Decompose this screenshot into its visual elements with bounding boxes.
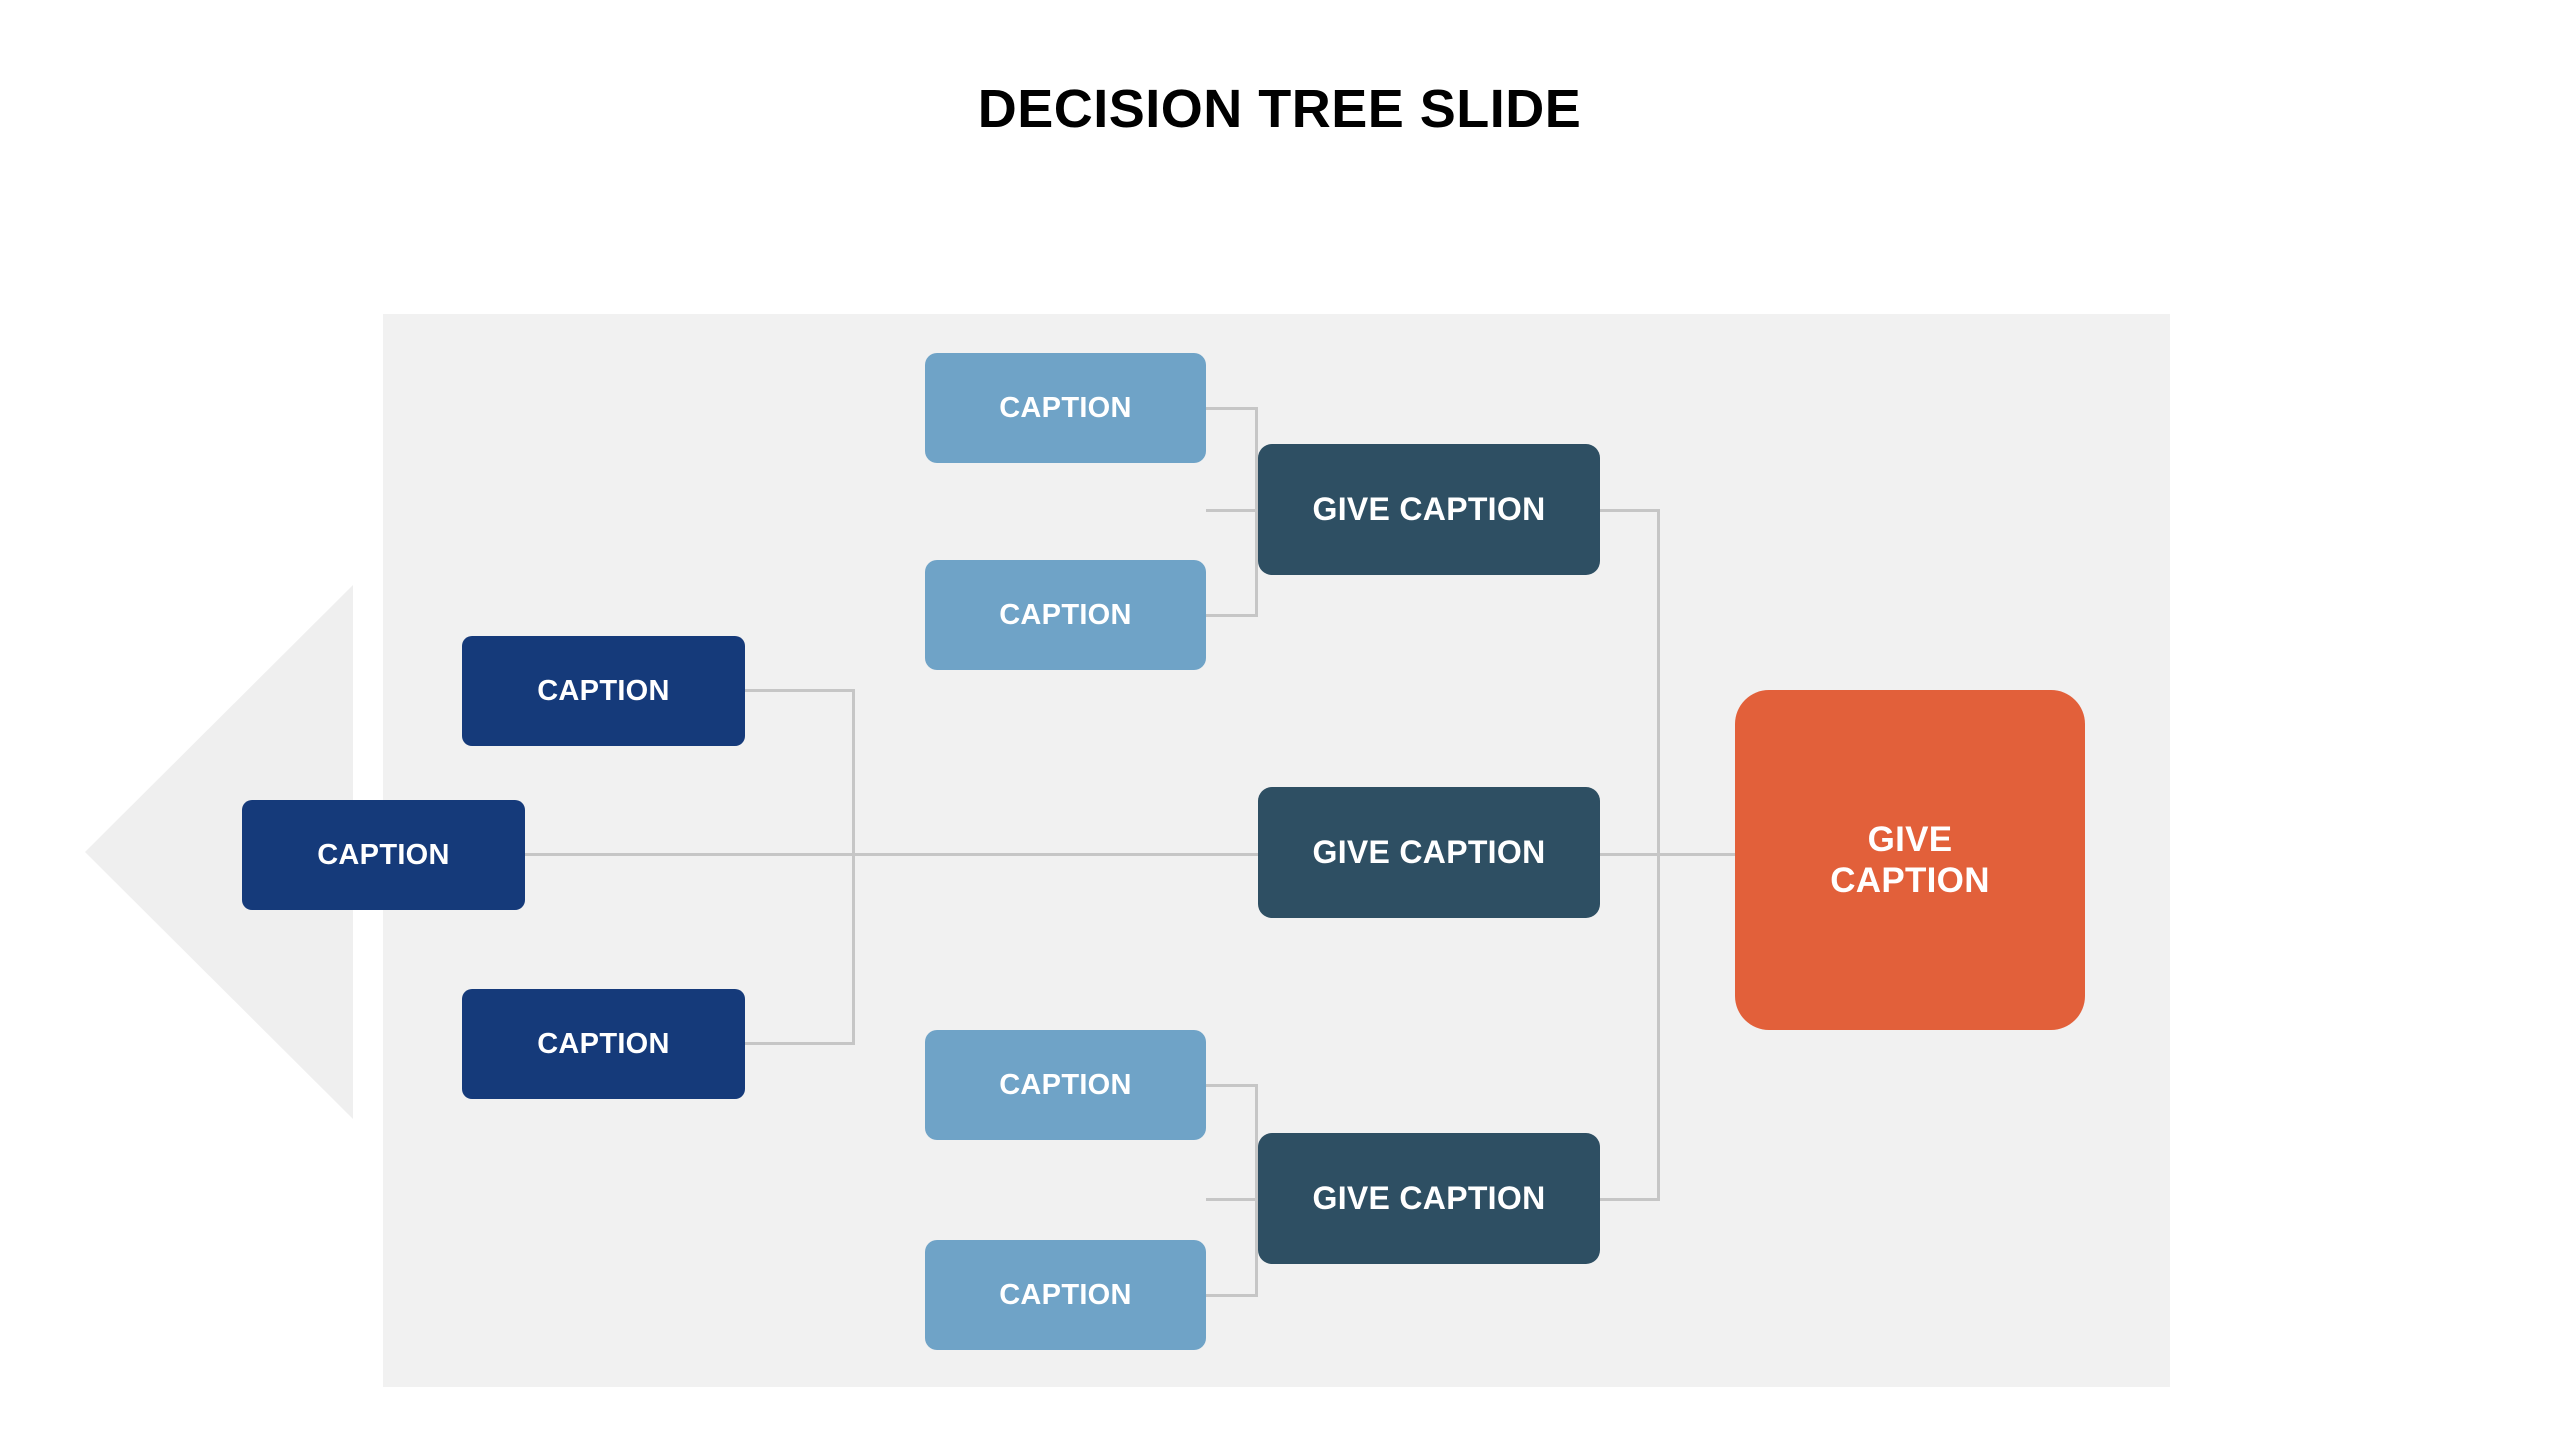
connector-navy-to-teal-mid <box>852 853 1258 856</box>
connector-light-upper-spine <box>1255 407 1258 617</box>
orange-label-line-1: GIVE <box>1867 819 1953 859</box>
connector-navy-top <box>745 689 855 692</box>
node-light-blue-2[interactable]: CAPTION <box>925 560 1206 670</box>
node-teal-mid[interactable]: GIVE CAPTION <box>1258 787 1600 918</box>
connector-light-2 <box>1206 614 1258 617</box>
connector-teal-bottom <box>1600 1198 1660 1201</box>
connector-navy-bottom <box>745 1042 855 1045</box>
node-navy-top[interactable]: CAPTION <box>462 636 745 746</box>
node-light-blue-4[interactable]: CAPTION <box>925 1240 1206 1350</box>
connector-light-lower-to-teal <box>1206 1198 1261 1201</box>
node-teal-bottom[interactable]: GIVE CAPTION <box>1258 1133 1600 1264</box>
node-teal-top[interactable]: GIVE CAPTION <box>1258 444 1600 575</box>
connector-light-upper-to-teal <box>1206 509 1261 512</box>
node-orange-terminal[interactable]: GIVE CAPTION <box>1735 690 2085 1030</box>
connector-light-lower-spine <box>1255 1084 1258 1297</box>
connector-teal-top <box>1600 509 1660 512</box>
node-navy-bottom[interactable]: CAPTION <box>462 989 745 1099</box>
orange-label-line-2: CAPTION <box>1830 861 1990 900</box>
connector-navy-spine <box>852 689 855 1045</box>
connector-light-3 <box>1206 1084 1258 1087</box>
node-navy-mid[interactable]: CAPTION <box>242 800 525 910</box>
connector-navy-mid <box>525 853 855 856</box>
connector-teal-mid-to-orange <box>1600 853 1735 856</box>
connector-light-4 <box>1206 1294 1258 1297</box>
node-light-blue-3[interactable]: CAPTION <box>925 1030 1206 1140</box>
node-light-blue-1[interactable]: CAPTION <box>925 353 1206 463</box>
connector-light-1 <box>1206 407 1258 410</box>
page-title: DECISION TREE SLIDE <box>977 79 1582 139</box>
